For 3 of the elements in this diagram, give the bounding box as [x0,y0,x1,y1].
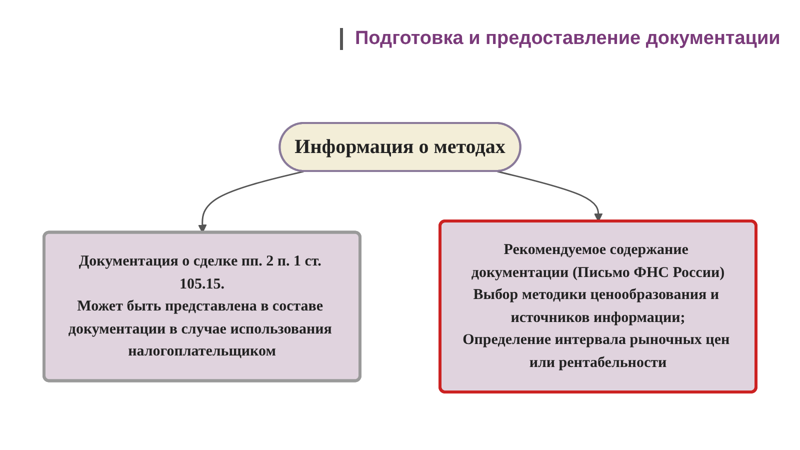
slide-title: Подготовка и предоставление документации [340,28,780,50]
arrow [497,170,603,222]
arrow [198,170,304,234]
